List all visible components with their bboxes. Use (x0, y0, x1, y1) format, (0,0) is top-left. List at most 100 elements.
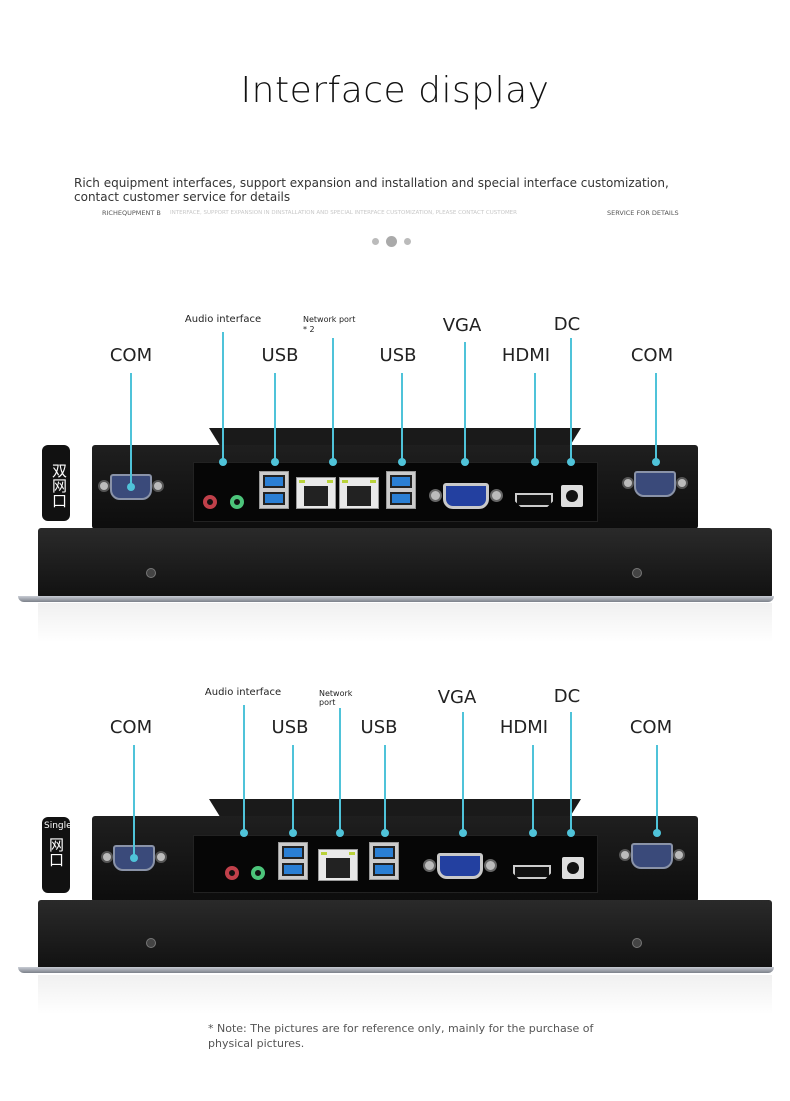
reflection (38, 975, 772, 1015)
dc-port (561, 485, 583, 507)
device-edge (18, 596, 774, 602)
subtitle-caps-left: RICHEQUPMENT B (102, 209, 161, 217)
label-audio: Audio interface (184, 314, 262, 325)
callout-dot (461, 458, 469, 466)
reflection (38, 603, 772, 643)
callout-dot (653, 829, 661, 837)
label-network-count: * 2 (303, 325, 315, 334)
label-dc: DC (553, 314, 581, 335)
callout-dot (652, 458, 660, 466)
badge-top-text: Single (44, 821, 72, 831)
device-edge (18, 967, 774, 973)
carousel-dot[interactable] (404, 238, 411, 245)
callout-line (534, 373, 536, 462)
callout-dot (531, 458, 539, 466)
callout-line (464, 342, 466, 462)
callout-dot (398, 458, 406, 466)
usb-port-1 (278, 842, 308, 880)
callout-dot (127, 483, 135, 491)
callout-dot (567, 458, 575, 466)
ethernet-port-1 (296, 477, 336, 509)
label-hdmi: HDMI (499, 717, 549, 738)
carousel-dots[interactable] (372, 236, 411, 247)
callout-line (332, 338, 334, 462)
callout-line (384, 745, 386, 833)
callout-line (339, 708, 341, 833)
callout-dot (529, 829, 537, 837)
hdmi-port (515, 493, 553, 507)
audio-out-jack (230, 495, 244, 509)
vga-port (429, 482, 503, 510)
subtitle: Rich equipment interfaces, support expan… (74, 176, 669, 204)
callout-line (656, 745, 658, 833)
screw-icon (632, 568, 642, 578)
label-hdmi: HDMI (501, 345, 551, 366)
label-vga: VGA (442, 315, 482, 336)
usb-port-1 (259, 471, 289, 509)
callout-dot (271, 458, 279, 466)
label-usb-2: USB (360, 717, 398, 738)
com-port-right (622, 469, 688, 499)
callout-line (655, 373, 657, 462)
footnote: * Note: The pictures are for reference o… (208, 1022, 594, 1050)
label-com-left: COM (109, 345, 153, 366)
carousel-dot-active[interactable] (386, 236, 397, 247)
page-title: Interface display (240, 70, 550, 111)
dc-port (562, 857, 584, 879)
subtitle-caps-faded: INTERFACE, SUPPORT EXPANSION IN DINSTALL… (170, 210, 517, 216)
device-bezel (38, 528, 772, 598)
callout-line (401, 373, 403, 462)
callout-line (243, 705, 245, 833)
mount-bracket (209, 799, 581, 817)
screw-icon (146, 938, 156, 948)
callout-line (532, 745, 534, 833)
label-network-port: Network port (303, 315, 356, 324)
single-lan-badge: Single 网口 (42, 817, 72, 893)
callout-line (133, 745, 135, 858)
screw-icon (146, 568, 156, 578)
callout-dot (459, 829, 467, 837)
callout-dot (567, 829, 575, 837)
callout-line (570, 712, 572, 833)
label-com-right: COM (629, 717, 673, 738)
label-network-port: Network port (319, 689, 353, 707)
callout-line (274, 373, 276, 462)
callout-dot (219, 458, 227, 466)
label-com-left: COM (109, 717, 153, 738)
vga-port (423, 852, 497, 880)
callout-line (130, 373, 132, 487)
mic-jack (203, 495, 217, 509)
hdmi-port (513, 865, 551, 879)
carousel-dot[interactable] (372, 238, 379, 245)
usb-port-2 (386, 471, 416, 509)
device-bezel (38, 900, 772, 970)
dual-lan-badge: 双网口 (42, 445, 70, 521)
badge-bottom-text: 网口 (47, 837, 65, 867)
callout-line (292, 745, 294, 833)
mic-jack (225, 866, 239, 880)
label-dc: DC (553, 686, 581, 707)
callout-line (462, 712, 464, 833)
callout-line (570, 338, 572, 462)
com-port-right (619, 841, 685, 871)
callout-dot (381, 829, 389, 837)
callout-dot (130, 854, 138, 862)
callout-dot (240, 829, 248, 837)
label-vga: VGA (437, 687, 477, 708)
callout-line (222, 332, 224, 462)
label-com-right: COM (630, 345, 674, 366)
screw-icon (632, 938, 642, 948)
mount-bracket (209, 428, 581, 446)
callout-dot (289, 829, 297, 837)
label-usb-2: USB (379, 345, 417, 366)
ethernet-port (318, 849, 358, 881)
ethernet-port-2 (339, 477, 379, 509)
label-usb-1: USB (271, 717, 309, 738)
callout-dot (329, 458, 337, 466)
subtitle-caps-right: SERVICE FOR DETAILS (607, 209, 679, 217)
usb-port-2 (369, 842, 399, 880)
callout-dot (336, 829, 344, 837)
label-usb-1: USB (261, 345, 299, 366)
label-audio: Audio interface (204, 687, 282, 698)
audio-out-jack (251, 866, 265, 880)
